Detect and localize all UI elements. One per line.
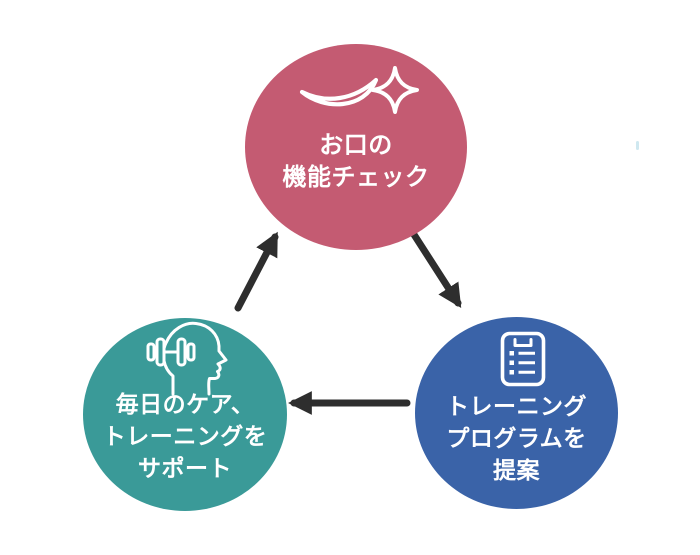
label-line: お口の (319, 131, 393, 159)
node-training-program-label: トレーニング プログラムを 提案 (415, 391, 618, 487)
dumbbell-cap (186, 342, 196, 362)
arrow-care-to-check (234, 231, 279, 312)
label-line: 毎日のケア、 (115, 392, 255, 418)
node-mouth-check: お口の 機能チェック (245, 44, 467, 250)
mouth-sparkle-icon (299, 66, 419, 114)
dumbbell-weight (155, 337, 166, 367)
list-bullet (509, 351, 514, 356)
node-daily-care-label: 毎日のケア、 トレーニングを サポート (83, 389, 287, 485)
checklist-icon (500, 331, 546, 387)
label-line: トレーニング (446, 394, 587, 420)
label-line: サポート (138, 456, 232, 482)
smile-shape (299, 77, 379, 107)
head-profile-shape (161, 321, 228, 396)
dumbbell-weight (176, 337, 187, 367)
sparkle-shape (371, 66, 419, 114)
label-line: プログラムを (446, 426, 587, 452)
dumbbell-cap (146, 342, 156, 362)
node-daily-care: 毎日のケア、 トレーニングを サポート (83, 318, 287, 511)
arrow-check-to-program (409, 229, 462, 309)
label-line: トレーニングを (102, 424, 268, 450)
list-bullet (509, 360, 514, 365)
label-line: 提案 (493, 458, 540, 484)
clipboard-clip (513, 338, 533, 347)
list-bullet (509, 370, 514, 375)
clipboard-outline (500, 331, 546, 387)
node-training-program: トレーニング プログラムを 提案 (415, 317, 618, 509)
label-line: 機能チェック (282, 163, 430, 191)
artifact-mark (636, 141, 639, 150)
head-dumbbell-icon (146, 321, 228, 396)
node-mouth-check-label: お口の 機能チェック (245, 129, 467, 193)
